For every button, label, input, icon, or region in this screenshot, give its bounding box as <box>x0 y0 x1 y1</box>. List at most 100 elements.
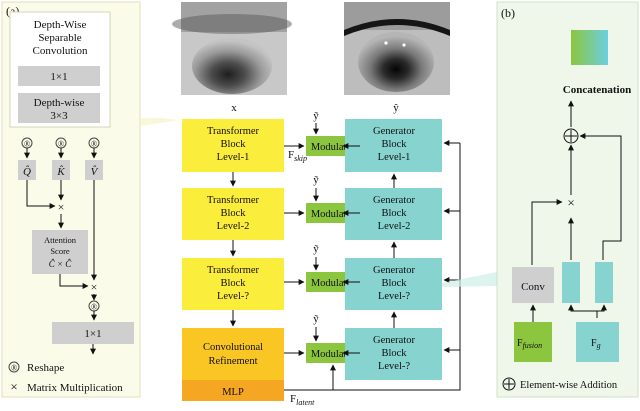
generator-2-line2: Block <box>381 208 407 219</box>
attention-score-box <box>32 230 88 274</box>
transformer-block-2: Transformer Block Level-2 <box>182 188 284 240</box>
generator-3-line1: Generator <box>373 265 415 276</box>
output-eye-image <box>344 2 450 95</box>
fg-split-left <box>562 262 580 303</box>
k-box <box>52 160 70 180</box>
panel-a: (a) Depth-Wise Separable Convolution 1×1… <box>1 1 141 398</box>
depthwise-label-1: Depth-wise <box>34 97 85 109</box>
modulator-3-label: Modulator <box>311 278 356 289</box>
mlp-label: MLP <box>222 387 244 398</box>
reshape-k-symbol: ® <box>58 140 64 149</box>
modulator-2-label: Modulator <box>311 209 356 220</box>
transformer-1-line1: Transformer <box>207 126 260 137</box>
dwsc-title-3: Convolution <box>32 45 88 57</box>
conv-box <box>512 267 554 303</box>
transformer-block-3: Transformer Block Level-? <box>182 258 284 310</box>
generator-block-4: Generator Block Level-? <box>345 328 442 380</box>
panel-b: (b) Concatenation × Conv Ffusion Fg <box>496 1 639 398</box>
f-fusion-label: Ffusion <box>517 338 542 350</box>
attention-label-3: Ĉ × Ĉ <box>49 259 73 269</box>
depthwise-box <box>18 93 100 123</box>
generator-1-line1: Generator <box>373 126 415 137</box>
transformer-3-line3: Level-? <box>217 291 249 302</box>
q-label: Q̂ <box>23 165 31 178</box>
generator-3-line2: Block <box>381 278 407 289</box>
reshape-v-symbol: ® <box>91 140 97 149</box>
reshape-q-symbol: ® <box>24 140 30 149</box>
concatenated-feature-map <box>571 30 608 65</box>
generator-column: Generator Block Level-1 Generator Block … <box>342 119 442 380</box>
conv-1x1-label: 1×1 <box>50 71 67 83</box>
transformer-1-line3: Level-1 <box>217 152 250 163</box>
refinement-line2: Refinement <box>209 356 258 367</box>
transformer-2-line2: Block <box>220 208 246 219</box>
generator-4-line1: Generator <box>373 335 415 346</box>
q-box <box>18 160 36 180</box>
y-tilde-1: ỹ <box>313 110 319 122</box>
output-label: ŷ <box>393 102 399 114</box>
final-conv-label: 1×1 <box>84 328 101 340</box>
legend-reshape: ® Reshape <box>8 361 64 374</box>
encoder-column: Transformer Block Level-1 Transformer Bl… <box>182 119 284 401</box>
generator-4-line2: Block <box>381 348 407 359</box>
generator-2-line3: Level-2 <box>378 221 411 232</box>
panel-b-callout <box>442 272 497 287</box>
generator-block-3: Generator Block Level-? <box>345 258 442 310</box>
v-label: V̂ <box>91 165 99 178</box>
f-skip-label: Fskip <box>288 149 307 163</box>
transformer-3-line2: Block <box>220 278 246 289</box>
transformer-3-line1: Transformer <box>207 265 260 276</box>
legend-matmul-label: Matrix Multiplication <box>27 382 123 394</box>
dwsc-title-1: Depth-Wise <box>34 19 87 31</box>
transformer-2-line1: Transformer <box>207 195 260 206</box>
f-latent-label: Flatent <box>290 393 315 407</box>
y-tilde-4: ỹ <box>313 313 319 325</box>
k-label: K̂ <box>56 165 65 178</box>
f-fusion-box <box>514 322 552 362</box>
panel-b-tag: (b) <box>501 6 515 20</box>
modulator-1-label: Modulator <box>311 142 356 153</box>
y-tilde-2: ỹ <box>313 174 319 186</box>
transformer-block-1: Transformer Block Level-1 <box>182 119 284 172</box>
convolutional-refinement: Convolutional Refinement <box>182 328 284 380</box>
input-label: x <box>231 102 237 114</box>
f-g-box <box>576 322 619 362</box>
matmul-1: × <box>58 200 65 214</box>
conv-label: Conv <box>521 281 545 293</box>
legend-plus-label: Element-wise Addition <box>520 380 618 391</box>
fg-split-right <box>595 262 613 303</box>
generator-1-line3: Level-1 <box>378 152 411 163</box>
refinement-line1: Convolutional <box>203 342 263 353</box>
generator-2-line1: Generator <box>373 195 415 206</box>
legend-element-wise-addition: Element-wise Addition <box>502 377 618 391</box>
element-wise-add-node <box>563 128 579 144</box>
multiply-node: × <box>567 195 574 210</box>
legend-matmul: × Matrix Multiplication <box>10 379 123 394</box>
mlp-block: MLP <box>182 380 284 401</box>
generator-block-1: Generator Block Level-1 <box>345 119 442 172</box>
generator-block-2: Generator Block Level-2 <box>345 188 442 240</box>
generator-1-line2: Block <box>381 139 407 150</box>
legend-matmul-symbol: × <box>10 379 17 394</box>
attention-label-1: Attention <box>44 235 77 245</box>
conv-1x1-box <box>18 66 100 86</box>
legend-reshape-symbol: ® <box>11 364 17 373</box>
transformer-2-line3: Level-2 <box>217 221 250 232</box>
dwsc-title-2: Separable <box>38 32 81 44</box>
v-box <box>85 160 103 180</box>
legend-reshape-label: Reshape <box>27 362 64 374</box>
matmul-2: × <box>91 280 98 294</box>
modulator-4-label: Modulator <box>311 349 356 360</box>
reshape-out-symbol: ® <box>91 303 97 312</box>
generator-3-line3: Level-? <box>378 291 410 302</box>
generator-4-line3: Level-? <box>378 361 410 372</box>
transformer-1-line2: Block <box>220 139 246 150</box>
depthwise-label-2: 3×3 <box>50 110 68 122</box>
f-g-label: Fg <box>591 338 601 350</box>
panel-a-callout <box>140 118 180 126</box>
concatenation-label: Concatenation <box>563 84 631 96</box>
y-tilde-3: ỹ <box>313 243 319 255</box>
input-eye-image <box>172 2 292 95</box>
attention-label-2: Score <box>50 246 70 256</box>
